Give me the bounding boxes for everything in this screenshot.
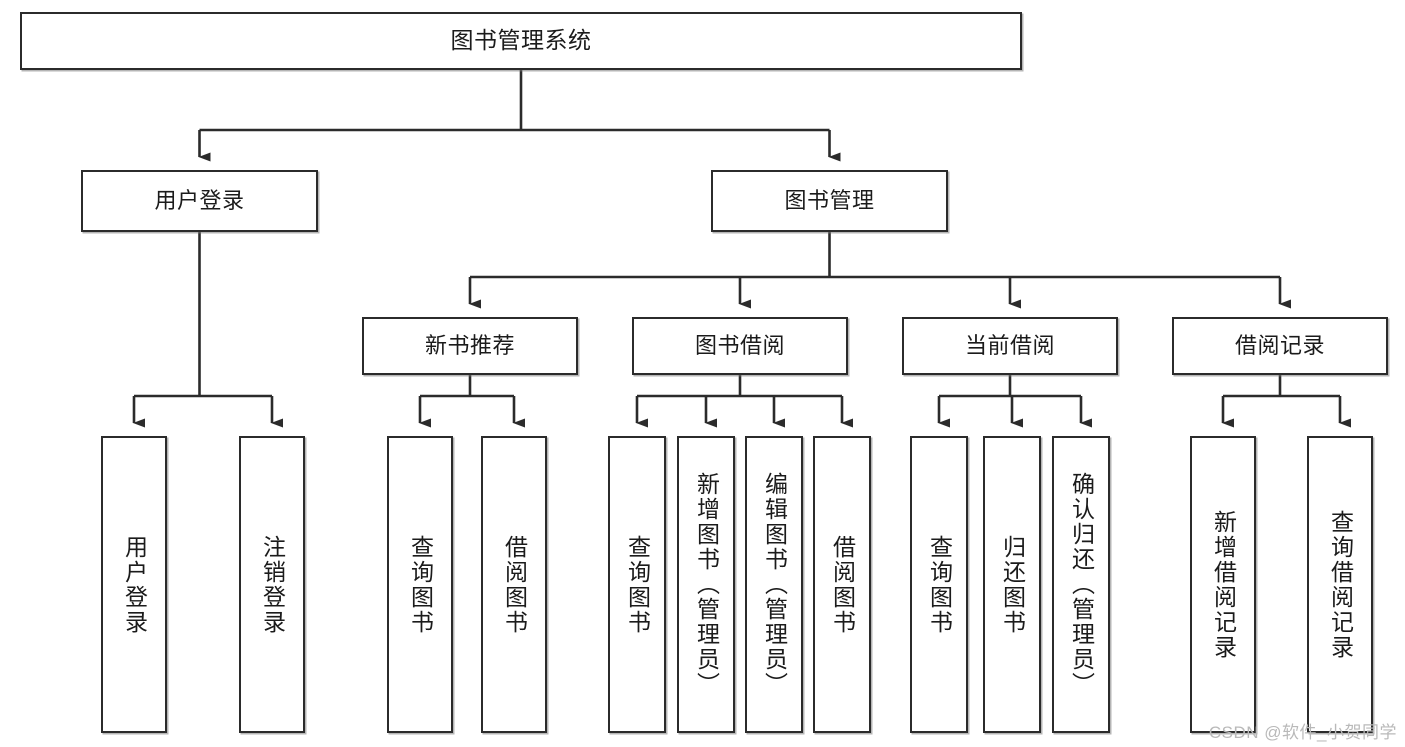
node-leaf-query-book-3[interactable]: 查询图书 [910, 436, 968, 733]
node-leaf-query-book-1[interactable]: 查询图书 [387, 436, 453, 733]
node-leaf-user-logout[interactable]: 注销登录 [239, 436, 305, 733]
node-label-leaf-query-book-3: 查询图书 [926, 534, 953, 635]
node-label-leaf-confirm-return-admin: 确认归还（管理员） [1068, 472, 1095, 697]
node-label-leaf-edit-book-admin: 编辑图书（管理员） [761, 472, 788, 697]
node-label-leaf-borrow-book-1: 借阅图书 [501, 534, 528, 635]
node-label-new-book-rec: 新书推荐 [424, 332, 515, 358]
node-leaf-user-login[interactable]: 用户登录 [101, 436, 167, 733]
node-leaf-borrow-book-2[interactable]: 借阅图书 [813, 436, 871, 733]
node-label-leaf-query-book-2: 查询图书 [624, 534, 651, 635]
node-root[interactable]: 图书管理系统 [20, 12, 1022, 70]
node-label-borrow-record: 借阅记录 [1234, 332, 1325, 358]
node-leaf-add-book-admin[interactable]: 新增图书（管理员） [677, 436, 735, 733]
node-leaf-edit-book-admin[interactable]: 编辑图书（管理员） [745, 436, 803, 733]
node-label-leaf-return-book: 归还图书 [999, 534, 1026, 635]
node-borrow-record[interactable]: 借阅记录 [1172, 317, 1388, 375]
node-leaf-query-book-2[interactable]: 查询图书 [608, 436, 666, 733]
node-user-login[interactable]: 用户登录 [81, 170, 318, 232]
node-leaf-borrow-book-1[interactable]: 借阅图书 [481, 436, 547, 733]
csdn-watermark: CSDN @软件_小贺同学 [1208, 723, 1397, 742]
node-label-root: 图书管理系统 [450, 27, 592, 54]
node-book-borrow[interactable]: 图书借阅 [632, 317, 848, 375]
node-leaf-confirm-return-admin[interactable]: 确认归还（管理员） [1052, 436, 1110, 733]
node-label-leaf-user-logout: 注销登录 [259, 534, 286, 635]
node-leaf-return-book[interactable]: 归还图书 [983, 436, 1041, 733]
node-label-leaf-add-borrow-record: 新增借阅记录 [1210, 509, 1237, 660]
node-label-current-borrow: 当前借阅 [964, 332, 1055, 358]
node-label-book-borrow: 图书借阅 [694, 332, 785, 358]
node-label-leaf-user-login: 用户登录 [121, 534, 148, 635]
node-new-book-rec[interactable]: 新书推荐 [362, 317, 578, 375]
node-label-leaf-query-book-1: 查询图书 [407, 534, 434, 635]
node-book-manage[interactable]: 图书管理 [711, 170, 948, 232]
node-label-user-login: 用户登录 [154, 187, 245, 213]
node-label-leaf-query-borrow-record: 查询借阅记录 [1327, 509, 1354, 660]
node-current-borrow[interactable]: 当前借阅 [902, 317, 1118, 375]
node-label-book-manage: 图书管理 [784, 187, 875, 213]
node-label-leaf-add-book-admin: 新增图书（管理员） [693, 472, 720, 697]
node-leaf-add-borrow-record[interactable]: 新增借阅记录 [1190, 436, 1256, 733]
node-label-leaf-borrow-book-2: 借阅图书 [829, 534, 856, 635]
node-leaf-query-borrow-record[interactable]: 查询借阅记录 [1307, 436, 1373, 733]
